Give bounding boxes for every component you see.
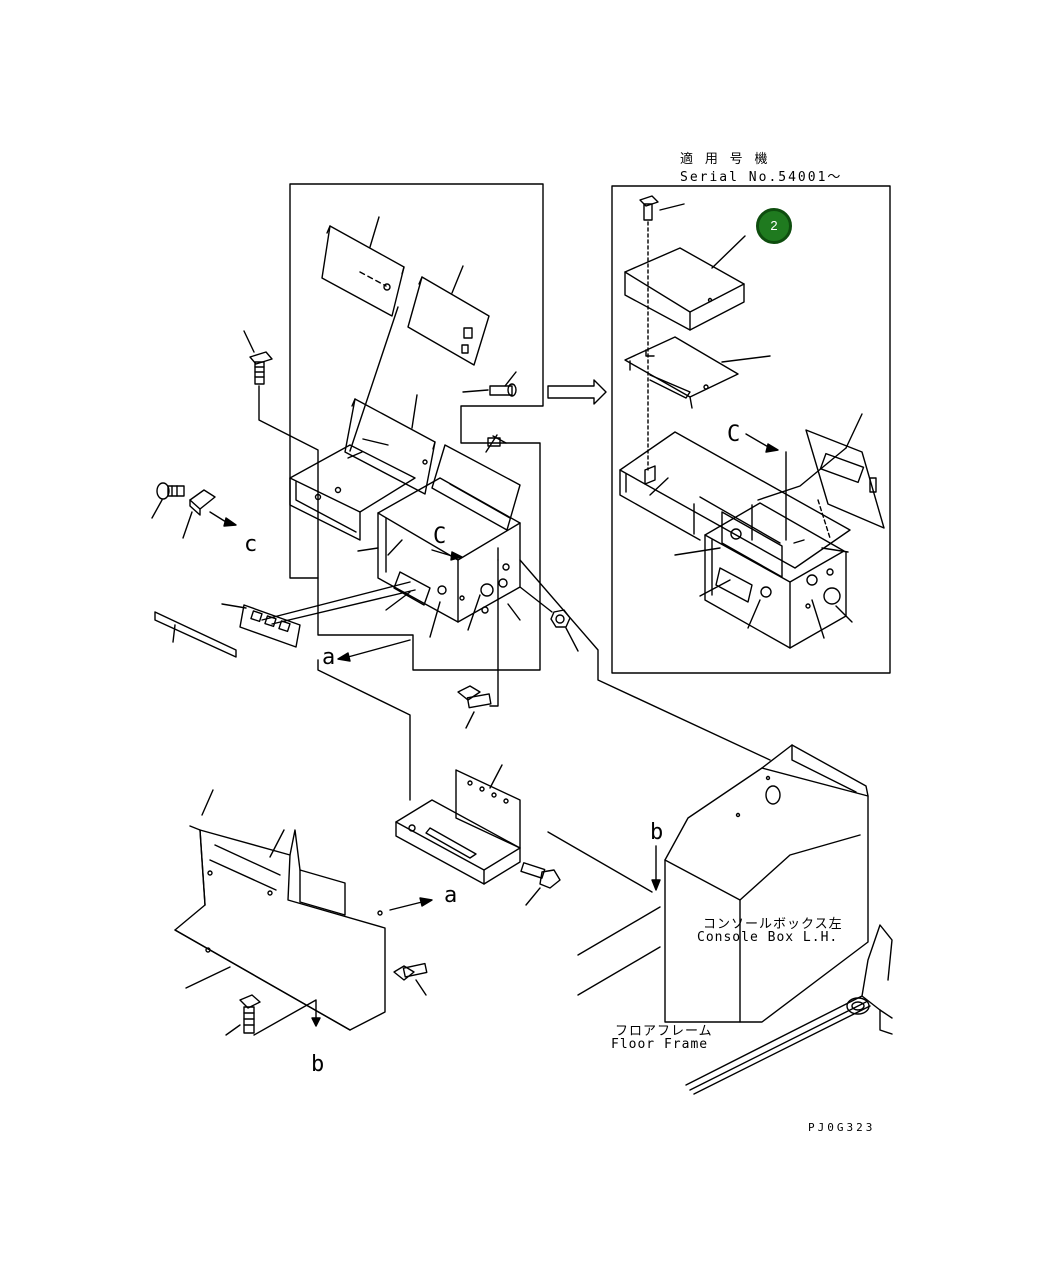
callout-a-left: a (322, 645, 336, 670)
left-detail-frame (289, 183, 544, 671)
top-cover-plate-2 (407, 265, 490, 366)
top-cover-plate-1 (321, 216, 405, 317)
callout-a-bottom: a (444, 883, 458, 908)
leader-lines (317, 547, 771, 893)
callout-c-right: C (727, 422, 741, 447)
bolt-bottom-right-icon (393, 962, 428, 996)
arrow-a-left (337, 639, 411, 662)
serial-header-jp: 適 用 号 機 (680, 152, 770, 167)
lower-cover-plate (174, 789, 386, 1031)
bolt-left-icon (151, 482, 185, 519)
floor-frame (577, 906, 893, 1095)
console-box-label-en: Console Box L.H. (697, 930, 839, 945)
callout-b-bottom: b (311, 1052, 325, 1077)
drawing-code: PJ0G323 (808, 1121, 876, 1134)
floor-frame-label-jp: フロアフレーム (615, 1024, 713, 1039)
arrow-to-new-version (547, 379, 607, 405)
serial-header-en: Serial No.54001～ (680, 170, 843, 185)
position-marker[interactable]: 2 (756, 208, 792, 244)
label-plate-new (805, 413, 885, 529)
console-box-lh (664, 744, 869, 1023)
bolt-right-box-icon (639, 195, 685, 471)
mounting-bracket (395, 764, 521, 885)
clip-left-icon (182, 489, 237, 539)
bolt-lower-center-icon (520, 862, 561, 906)
arrow-a-bottom (389, 897, 433, 911)
right-detail-frame (611, 185, 891, 674)
bolt-bottom-icon (225, 994, 321, 1036)
console-bracket-assembly (289, 306, 521, 638)
arrow-b-right (651, 845, 661, 891)
bolt-top-left-icon (243, 330, 319, 579)
bolt-center-icon (457, 559, 499, 729)
switch-panel (221, 581, 416, 648)
console-bracket-new (619, 431, 853, 649)
callout-b-right: b (650, 820, 664, 845)
callout-c-box: C (433, 524, 447, 549)
callout-c-left: c (244, 532, 258, 557)
console-box-label-jp: コンソールボックス左 (703, 917, 843, 932)
floor-frame-label-en: Floor Frame (611, 1037, 709, 1052)
screw-upper-right-icon (462, 371, 517, 397)
arrow-c-inner (431, 549, 463, 561)
cover-plate-new (624, 235, 746, 331)
inner-plate-new (624, 336, 771, 409)
nut-right-icon (519, 586, 579, 652)
arrow-c-right (745, 433, 779, 453)
trim-strip (154, 611, 237, 658)
